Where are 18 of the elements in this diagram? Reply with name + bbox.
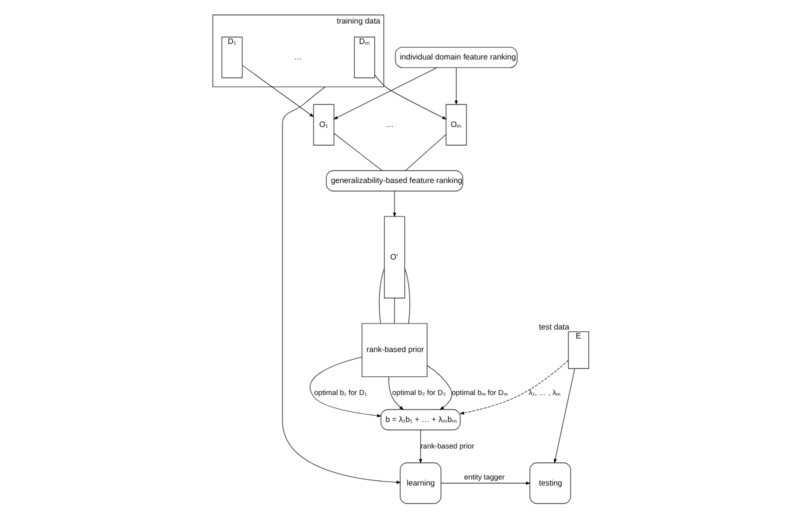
arrow xyxy=(440,482,531,485)
arrow xyxy=(554,368,575,464)
arrow xyxy=(310,356,382,418)
arrow xyxy=(454,67,458,106)
connector xyxy=(405,134,446,171)
arrow xyxy=(419,430,422,464)
arrow xyxy=(392,190,396,218)
arrow xyxy=(388,376,404,410)
connector xyxy=(378,268,385,324)
arrow xyxy=(242,65,314,118)
arrow xyxy=(460,360,569,415)
connector xyxy=(334,133,382,171)
connector xyxy=(394,298,395,324)
arrow xyxy=(333,67,438,120)
arrow xyxy=(282,86,402,484)
arrow xyxy=(426,365,452,410)
connector xyxy=(404,268,410,324)
arrow xyxy=(374,74,447,120)
